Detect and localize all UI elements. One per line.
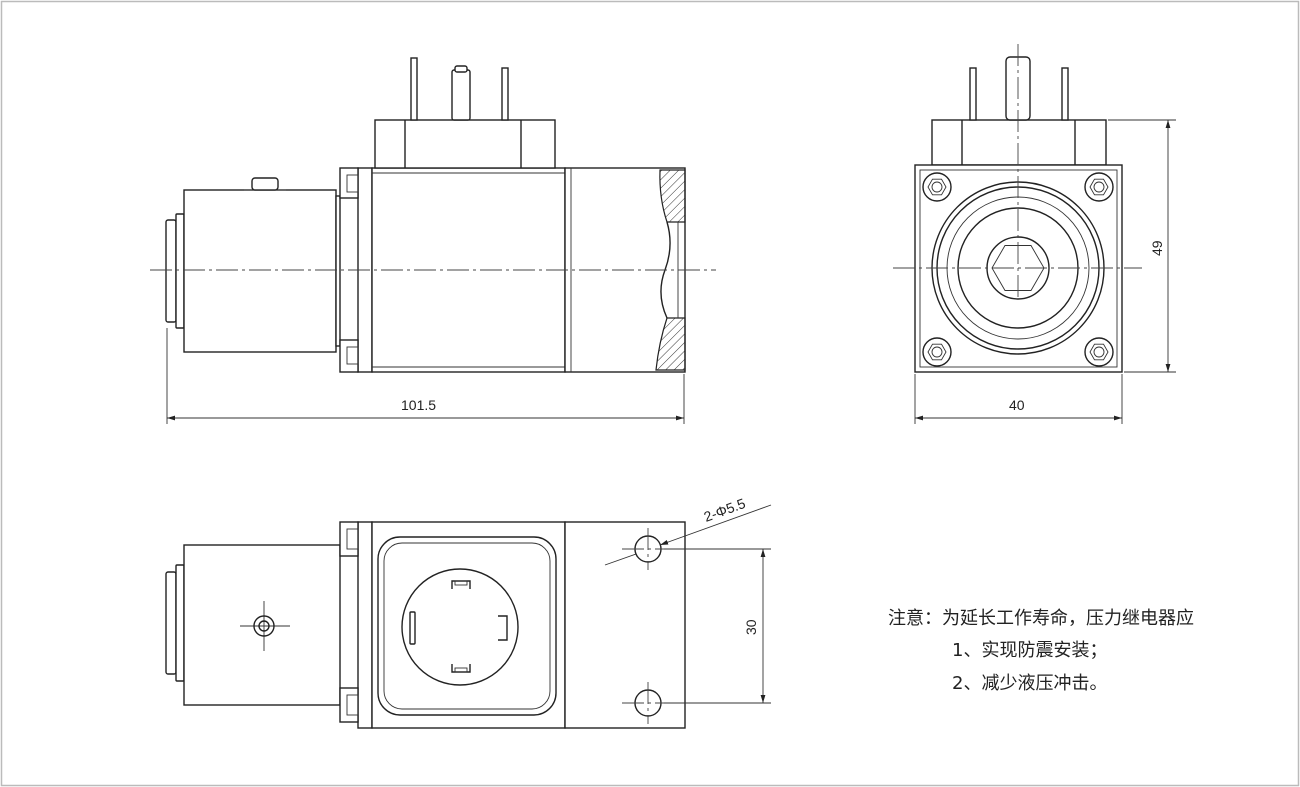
cylinder-step: [335, 195, 341, 347]
bolt-icon: [1084, 337, 1114, 367]
socket-slot-right: [498, 615, 508, 641]
socket-slot-left: [409, 611, 416, 645]
flange-tab-top: [339, 167, 359, 199]
flange-tab-bottom: [339, 339, 359, 373]
end-connector-base: [931, 119, 1107, 166]
dimension-width-label: 40: [1009, 397, 1025, 413]
top-view: 30 2-Φ5.5: [165, 495, 772, 729]
hole-leader-line: [659, 504, 772, 546]
note-item-1: 1、实现防震安装；: [952, 640, 1107, 661]
end-pin-right: [1061, 67, 1069, 121]
adjust-screw-icon: [240, 601, 290, 651]
top-coil-housing: [564, 521, 686, 729]
note-title: 注意：为延长工作寿命，压力继电器应: [888, 608, 1194, 629]
end-view: 49 40: [893, 44, 1176, 424]
bolt-icon: [922, 337, 952, 367]
connector-socket: [401, 568, 519, 686]
terminal-pin-center: [451, 69, 471, 121]
dimension-hole-spacing-label: 30: [743, 619, 759, 635]
end-cap-flange: [175, 213, 185, 329]
top-cylinder-body: [183, 544, 341, 706]
top-end-cap: [165, 571, 177, 675]
connector-socket-frame: [377, 536, 557, 716]
end-cap: [165, 219, 177, 323]
terminal-pin-right: [501, 67, 509, 121]
top-flange-tab-upper: [339, 521, 359, 557]
connector-base: [374, 119, 556, 169]
notes-block: 注意：为延长工作寿命，压力继电器应 1、实现防震安装； 2、减少液压冲击。: [888, 608, 1194, 694]
section-hatch-bottom: [655, 317, 686, 371]
side-view: 101.5: [150, 57, 716, 424]
adjust-screw: [251, 177, 279, 191]
note-item-2: 2、减少液压冲击。: [952, 673, 1107, 694]
dimension-height-label: 49: [1149, 240, 1165, 256]
top-flange-tab-lower: [339, 687, 359, 723]
terminal-pin-left: [410, 57, 418, 121]
bolt-icon: [922, 172, 952, 202]
end-pin-left: [969, 67, 977, 121]
cylinder-body: [183, 189, 337, 353]
end-square-body: [914, 164, 1123, 373]
top-main-body: [371, 521, 566, 729]
bolt-icon: [1084, 172, 1114, 202]
section-hatch-top: [659, 169, 686, 223]
dimension-length-label: 101.5: [401, 397, 436, 413]
